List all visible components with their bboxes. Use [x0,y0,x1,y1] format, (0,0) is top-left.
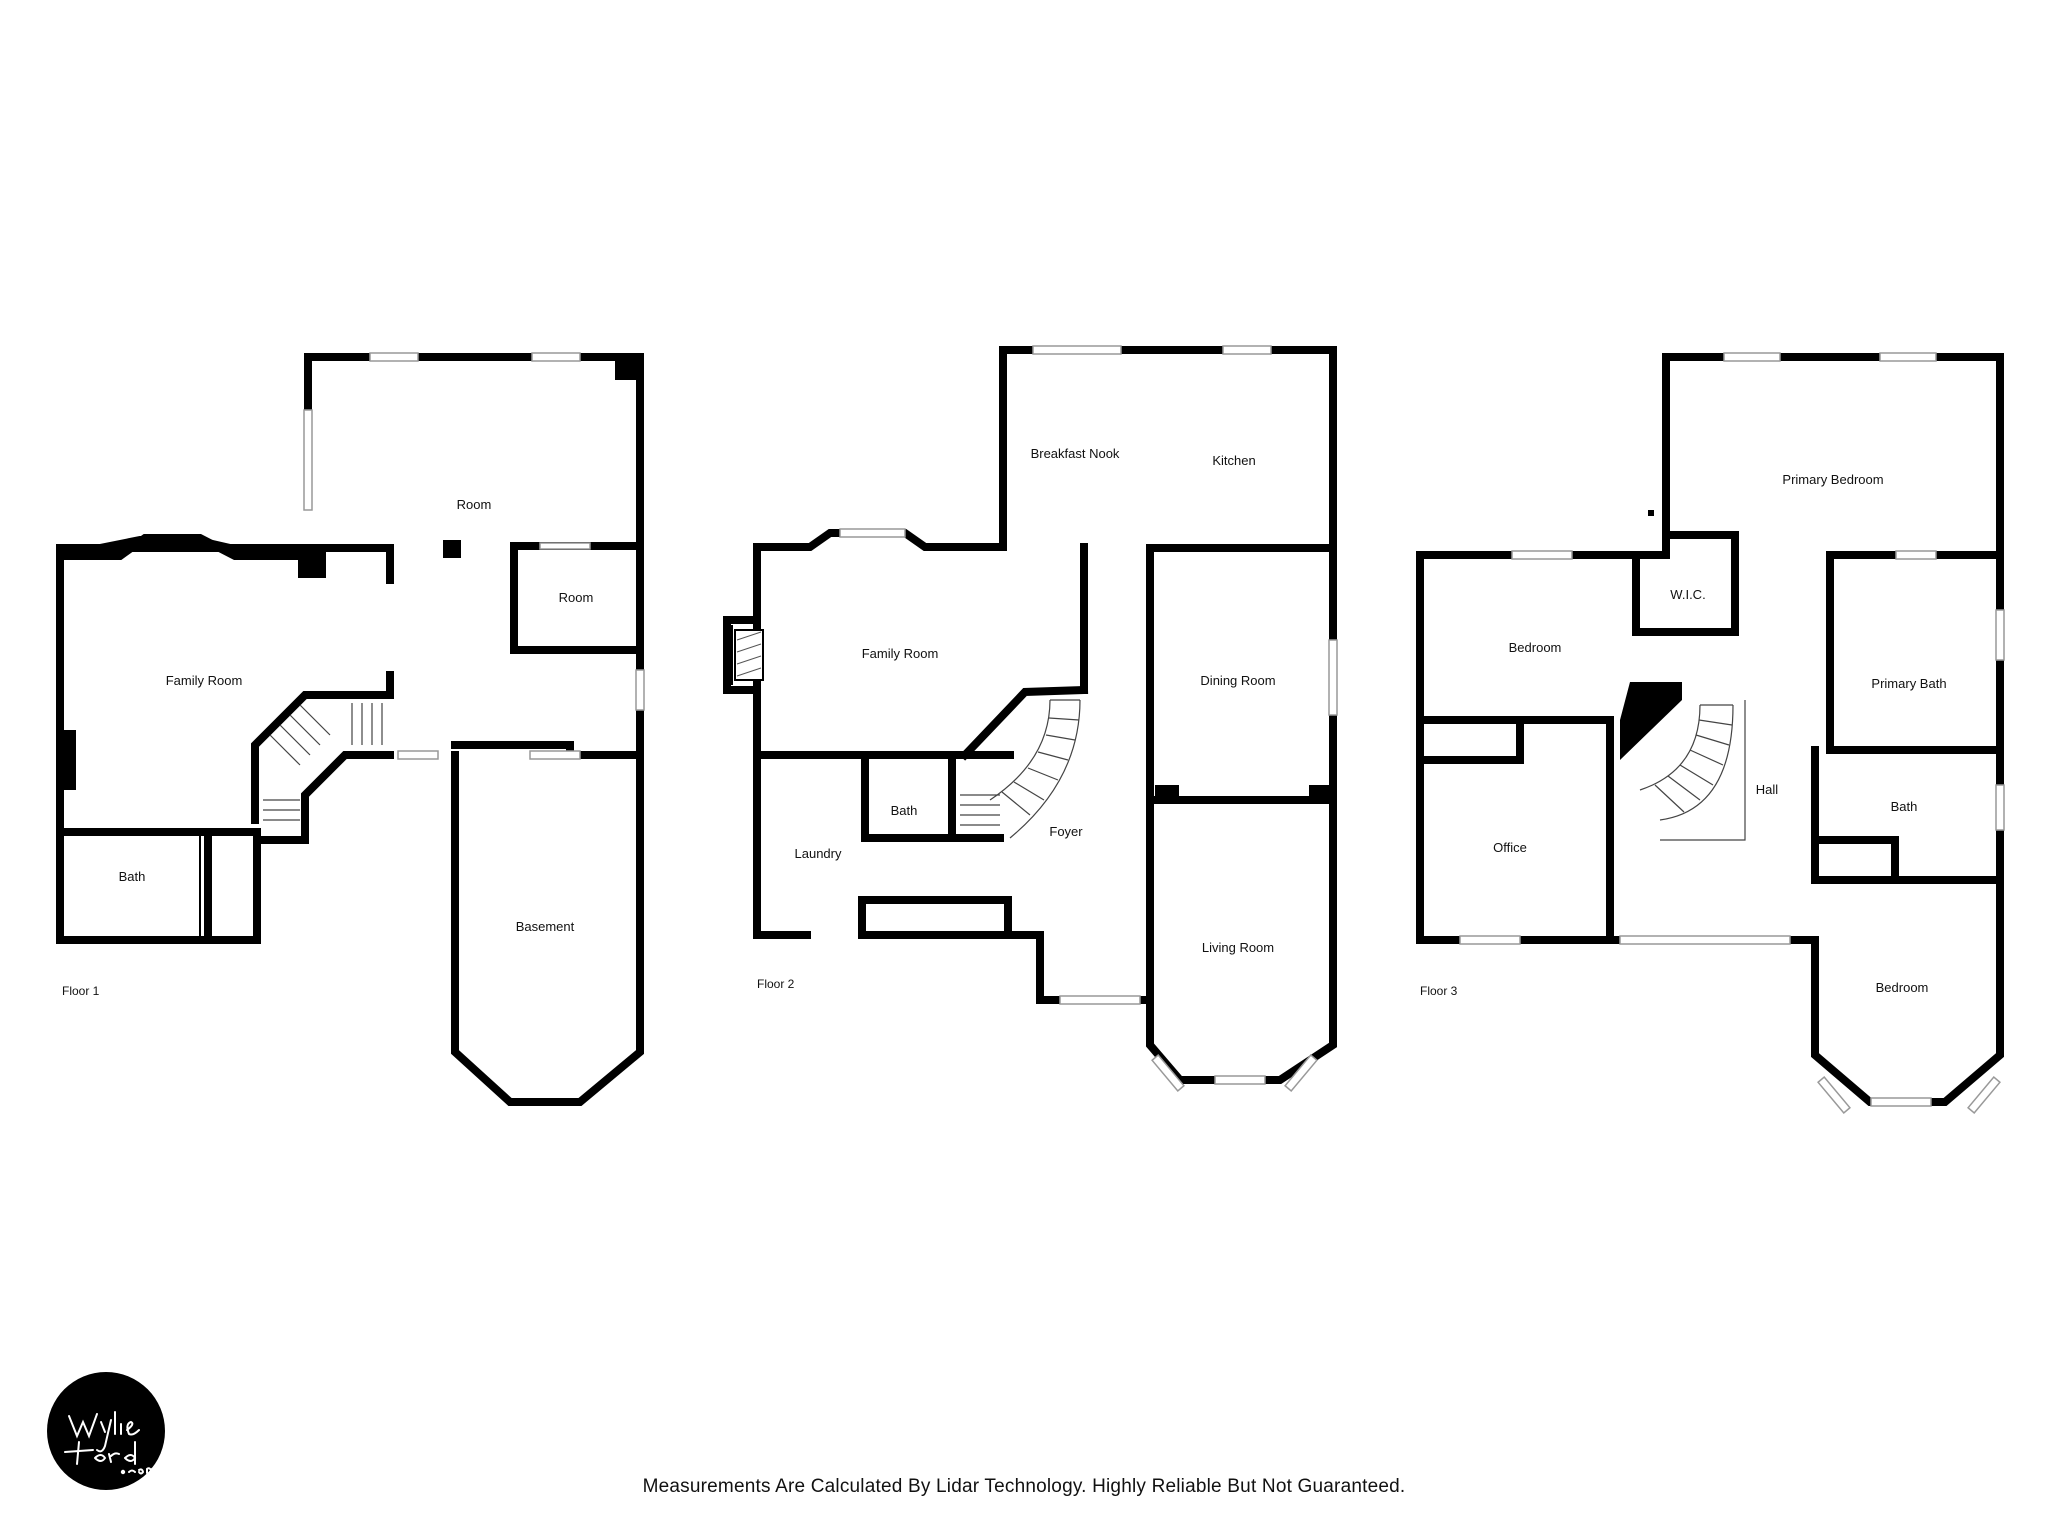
floor-3-primary-bath-label: Primary Bath [1871,676,1946,691]
floor-3-hall-label: Hall [1756,782,1779,797]
floor-2-plan [723,345,1338,1092]
floor-1-label: Floor 1 [62,984,100,998]
floor-2-family-room-label: Family Room [862,646,939,661]
floor-1-basement-label: Basement [516,919,575,934]
floor-2-foyer-label: Foyer [1049,824,1083,839]
floor-3-primary-bedroom-label: Primary Bedroom [1782,472,1883,487]
floor-3-bedroom-lower-label: Bedroom [1876,980,1929,995]
floor-2-kitchen-label: Kitchen [1212,453,1255,468]
floor-3-office-label: Office [1493,840,1527,855]
floor-3-label: Floor 3 [1420,984,1458,998]
floor-2-dining-room-label: Dining Room [1200,673,1275,688]
floor-2-living-room-label: Living Room [1202,940,1274,955]
floor-3-bedroom-label: Bedroom [1509,640,1562,655]
floor-1-family-room-label: Family Room [166,673,243,688]
floor-1-room-small-label: Room [559,590,594,605]
floor-3-bath-label: Bath [1891,799,1918,814]
floor-1-room-label: Room [457,497,492,512]
floor-2-laundry-label: Laundry [795,846,842,861]
floor-3-wic-label: W.I.C. [1670,587,1705,602]
floor-1-plan [56,352,645,1106]
floor-2-label: Floor 2 [757,977,795,991]
floor-2-breakfast-nook-label: Breakfast Nook [1031,446,1120,461]
wylie-ford-logo [47,1372,165,1490]
floor-2-bath-label: Bath [891,803,918,818]
floor-1-bath-label: Bath [119,869,146,884]
disclaimer-text: Measurements Are Calculated By Lidar Tec… [642,1476,1406,1497]
floor-3-plan [1416,352,2005,1114]
